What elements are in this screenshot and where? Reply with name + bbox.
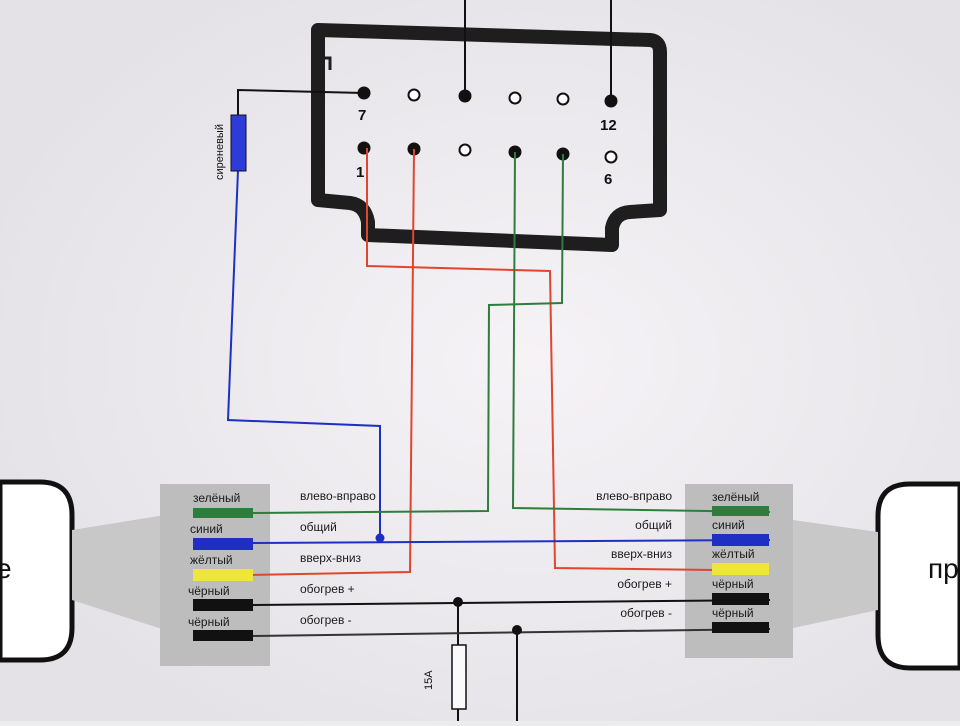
right-func-2: общий	[635, 518, 672, 532]
left-color-2: синий	[190, 522, 223, 536]
right-plug-label: пр	[928, 553, 959, 584]
left-plug: е	[0, 479, 165, 663]
left-func-2: общий	[300, 520, 337, 534]
wire-sleeve	[230, 114, 247, 172]
pin-label-12: 12	[600, 117, 617, 134]
right-swatch-black-2	[712, 622, 769, 633]
right-swatch-green	[712, 506, 769, 516]
wire-pin7-blue	[226, 169, 381, 538]
left-func-4: обогрев +	[300, 582, 355, 596]
right-swatch-blue	[712, 534, 769, 546]
left-swatch-black-2	[193, 630, 253, 641]
left-func-1: влево-вправо	[300, 489, 376, 503]
wires: сиреневый 15A	[214, 0, 771, 721]
pin-1	[357, 141, 371, 155]
right-color-5: чёрный	[712, 606, 754, 620]
wire-pin7-black	[237, 88, 365, 115]
wire-common-blue	[249, 539, 771, 544]
pin-label-6: 6	[604, 171, 612, 188]
left-color-1: зелёный	[193, 491, 240, 505]
junction-common	[375, 533, 385, 543]
right-func-1: влево-вправо	[596, 489, 672, 503]
right-swatch-black-1	[712, 593, 769, 605]
left-color-5: чёрный	[188, 615, 230, 629]
right-block: зелёный синий жёлтый чёрный чёрный влево…	[596, 489, 769, 633]
right-swatch-yellow	[712, 563, 769, 575]
wire-heat-minus	[249, 628, 771, 637]
wire-tag-label: сиреневый	[214, 124, 226, 180]
left-swatch-black-1	[193, 599, 253, 611]
right-color-3: жёлтый	[712, 547, 755, 561]
left-color-3: жёлтый	[190, 553, 233, 567]
left-swatch-green	[193, 508, 253, 518]
wire-pin5-green	[249, 153, 564, 514]
pin-8	[407, 88, 421, 102]
left-block: зелёный синий жёлтый чёрный чёрный влево…	[188, 489, 376, 641]
pin-10	[508, 91, 522, 105]
wire-pin1-red	[366, 148, 716, 571]
left-swatch-yellow	[193, 569, 253, 581]
right-func-4: обогрев +	[617, 577, 672, 591]
wire-pin2-red	[249, 148, 415, 576]
right-color-2: синий	[712, 518, 745, 532]
pin-11	[556, 92, 570, 106]
right-color-1: зелёный	[712, 490, 759, 504]
pin-6	[604, 150, 618, 164]
pin-3	[458, 143, 472, 157]
right-func-3: вверх-вниз	[611, 547, 673, 561]
right-func-5: обогрев -	[620, 606, 672, 620]
right-plug: пр	[793, 481, 960, 671]
left-func-3: вверх-вниз	[300, 551, 362, 565]
connector-housing	[311, 23, 667, 252]
left-swatch-blue	[193, 538, 253, 550]
right-color-4: чёрный	[712, 577, 754, 591]
fuse	[451, 644, 467, 710]
left-color-4: чёрный	[188, 584, 230, 598]
left-plug-label: е	[0, 553, 12, 584]
wire-pin4-green	[511, 151, 771, 513]
pin-label-7: 7	[358, 107, 366, 124]
wire-heat-plus	[249, 599, 771, 606]
fuse-label: 15A	[423, 670, 435, 690]
pin-label-1: 1	[356, 164, 364, 181]
left-func-5: обогрев -	[300, 613, 352, 627]
